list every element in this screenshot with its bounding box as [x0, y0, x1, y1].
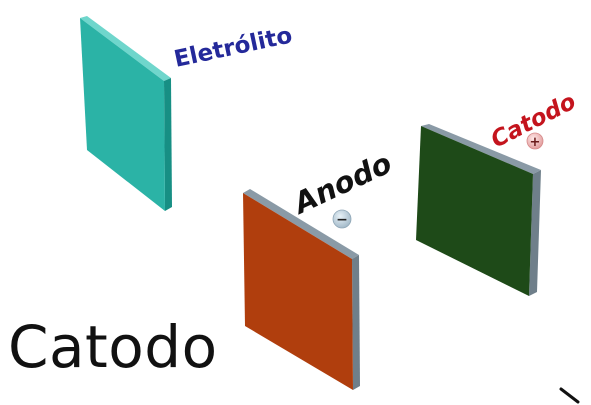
electrolyte-plate	[80, 16, 172, 211]
arrow-fragment	[559, 387, 580, 404]
cathode-sign: +	[530, 135, 541, 150]
minus-icon: −	[332, 209, 352, 229]
plus-icon: +	[526, 132, 544, 150]
anode-sign: −	[336, 212, 348, 228]
electrolyte-label: Eletrólito	[172, 23, 295, 73]
anode-plate	[243, 189, 360, 390]
cathode-plate	[416, 124, 541, 296]
caption-title: Catodo	[8, 313, 218, 381]
